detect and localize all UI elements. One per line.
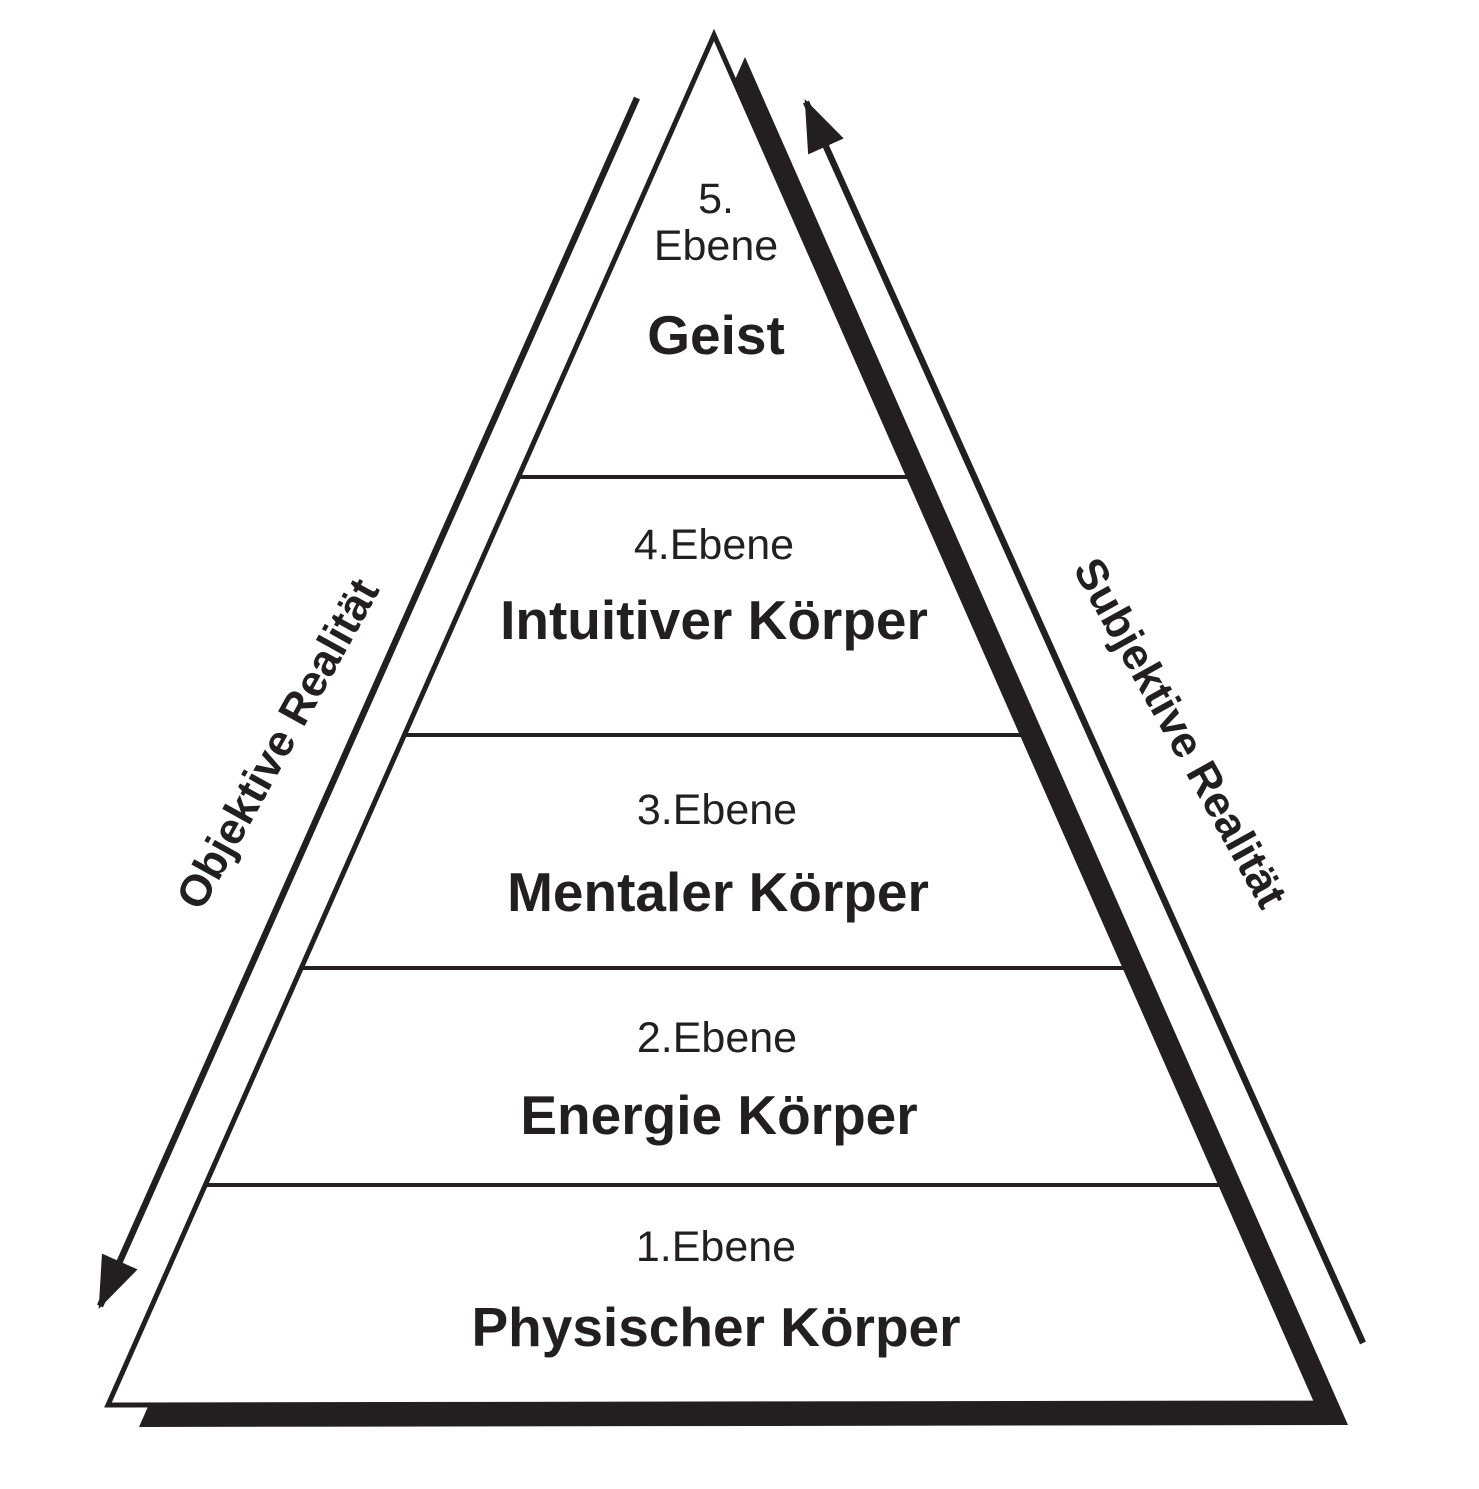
level-5-name: Geist xyxy=(647,304,785,366)
level-4-name: Intuitiver Körper xyxy=(500,589,928,651)
level-1-name: Physischer Körper xyxy=(471,1296,960,1358)
right-axis-arrow xyxy=(803,99,1366,1345)
left-axis-arrow xyxy=(97,96,640,1309)
level-2-label: 2.Ebene xyxy=(637,1014,797,1062)
level-5-label-line2: Ebene xyxy=(654,222,778,270)
level-2-name: Energie Körper xyxy=(520,1084,917,1146)
level-4-label: 4.Ebene xyxy=(634,521,794,569)
level-1-label: 1.Ebene xyxy=(636,1223,796,1271)
pyramid-outline xyxy=(104,28,1321,1408)
level-3-name: Mentaler Körper xyxy=(507,861,929,923)
level-3-label: 3.Ebene xyxy=(637,786,797,834)
level-5-label-line1: 5. xyxy=(698,175,734,223)
